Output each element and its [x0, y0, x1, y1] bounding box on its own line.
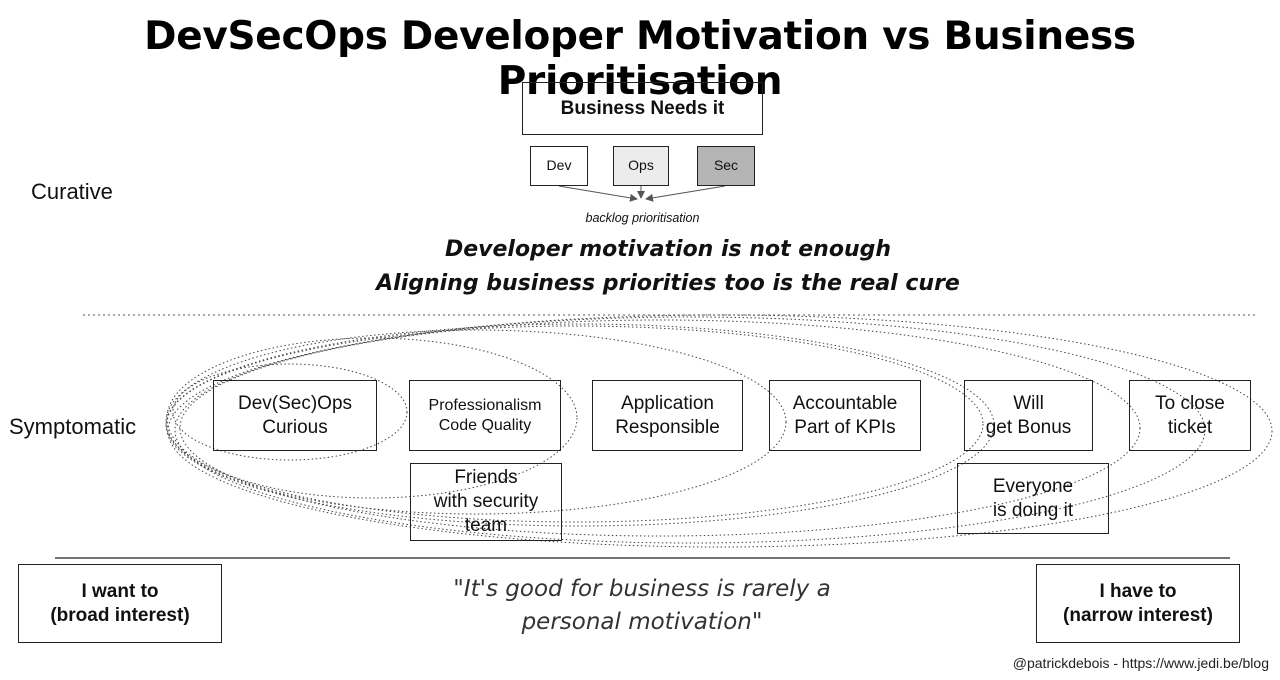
- box-responsible: Application Responsible: [592, 380, 743, 451]
- box-text: Professionalism: [428, 396, 542, 414]
- broad-interest-box: I want to (broad interest): [18, 564, 222, 643]
- box-text: Responsible: [615, 416, 720, 438]
- box-text: Part of KPIs: [794, 416, 896, 438]
- box-text: (narrow interest): [1063, 604, 1213, 626]
- ellipse-responsible: [165, 329, 787, 515]
- ellipse-accountable-b: [165, 323, 995, 527]
- ellipse-curious: [172, 363, 408, 461]
- ellipse-accountable-a: [166, 325, 984, 523]
- quote: "It's good for business is rarely a pers…: [392, 573, 892, 640]
- box-text: Dev(Sec)Ops: [237, 393, 353, 415]
- box-text: Accountable: [792, 393, 898, 415]
- ellipse-everyone: [174, 316, 1206, 544]
- symptomatic-label: Symptomatic: [9, 414, 137, 439]
- box-text: with security: [433, 490, 539, 512]
- sec-arrow: [645, 185, 726, 202]
- box-text: Curious: [262, 416, 328, 438]
- page-title: DevSecOps Developer Motivation vs Busine…: [144, 14, 1136, 104]
- business-needs-box: Business Needs it: [522, 82, 763, 135]
- box-text: get Bonus: [985, 416, 1072, 438]
- box-text: Code Quality: [438, 416, 532, 434]
- motivation-ellipses: [165, 314, 1273, 548]
- ellipse-ticket: [167, 314, 1273, 548]
- box-accountable: Accountable Part of KPIs: [769, 380, 921, 451]
- box-curious: Dev(Sec)Ops Curious: [213, 380, 377, 451]
- box-friends: Friends with security team: [410, 463, 562, 541]
- sec-box: Sec: [697, 146, 755, 186]
- box-text: Application: [621, 393, 714, 415]
- box-text: Friends: [454, 466, 518, 488]
- box-professionalism: Professionalism Code Quality: [409, 380, 561, 451]
- credit: @patrickdebois - https://www.jedi.be/blo…: [1012, 655, 1269, 671]
- box-text: is doing it: [992, 499, 1074, 521]
- backlog-label: backlog prioritisation: [585, 211, 700, 225]
- tagline-line-2: Aligning business priorities too is the …: [376, 271, 960, 296]
- ellipse-bonus: [179, 319, 1141, 537]
- box-text: I have to: [1099, 581, 1177, 603]
- dev-box: Dev: [530, 146, 588, 186]
- box-text: Everyone: [992, 476, 1074, 498]
- curative-label: Curative: [31, 179, 113, 204]
- quote-line-2: personal motivation": [521, 609, 763, 636]
- box-everyone: Everyone is doing it: [957, 463, 1109, 534]
- narrow-interest-box: I have to (narrow interest): [1036, 564, 1240, 643]
- box-text: team: [464, 515, 508, 537]
- tagline-line-1: Developer motivation is not enough: [444, 237, 892, 262]
- box-text: Will: [1013, 393, 1044, 415]
- box-text: I want to: [81, 581, 159, 603]
- box-bonus: Will get Bonus: [964, 380, 1093, 451]
- dev-arrow: [558, 185, 638, 202]
- ops-box: Ops: [613, 146, 669, 186]
- quote-line-1: "It's good for business is rarely a: [453, 576, 831, 602]
- box-text: To close: [1155, 393, 1225, 415]
- box-text: (broad interest): [50, 604, 190, 626]
- box-ticket: To close ticket: [1129, 380, 1251, 451]
- box-text: ticket: [1167, 416, 1213, 438]
